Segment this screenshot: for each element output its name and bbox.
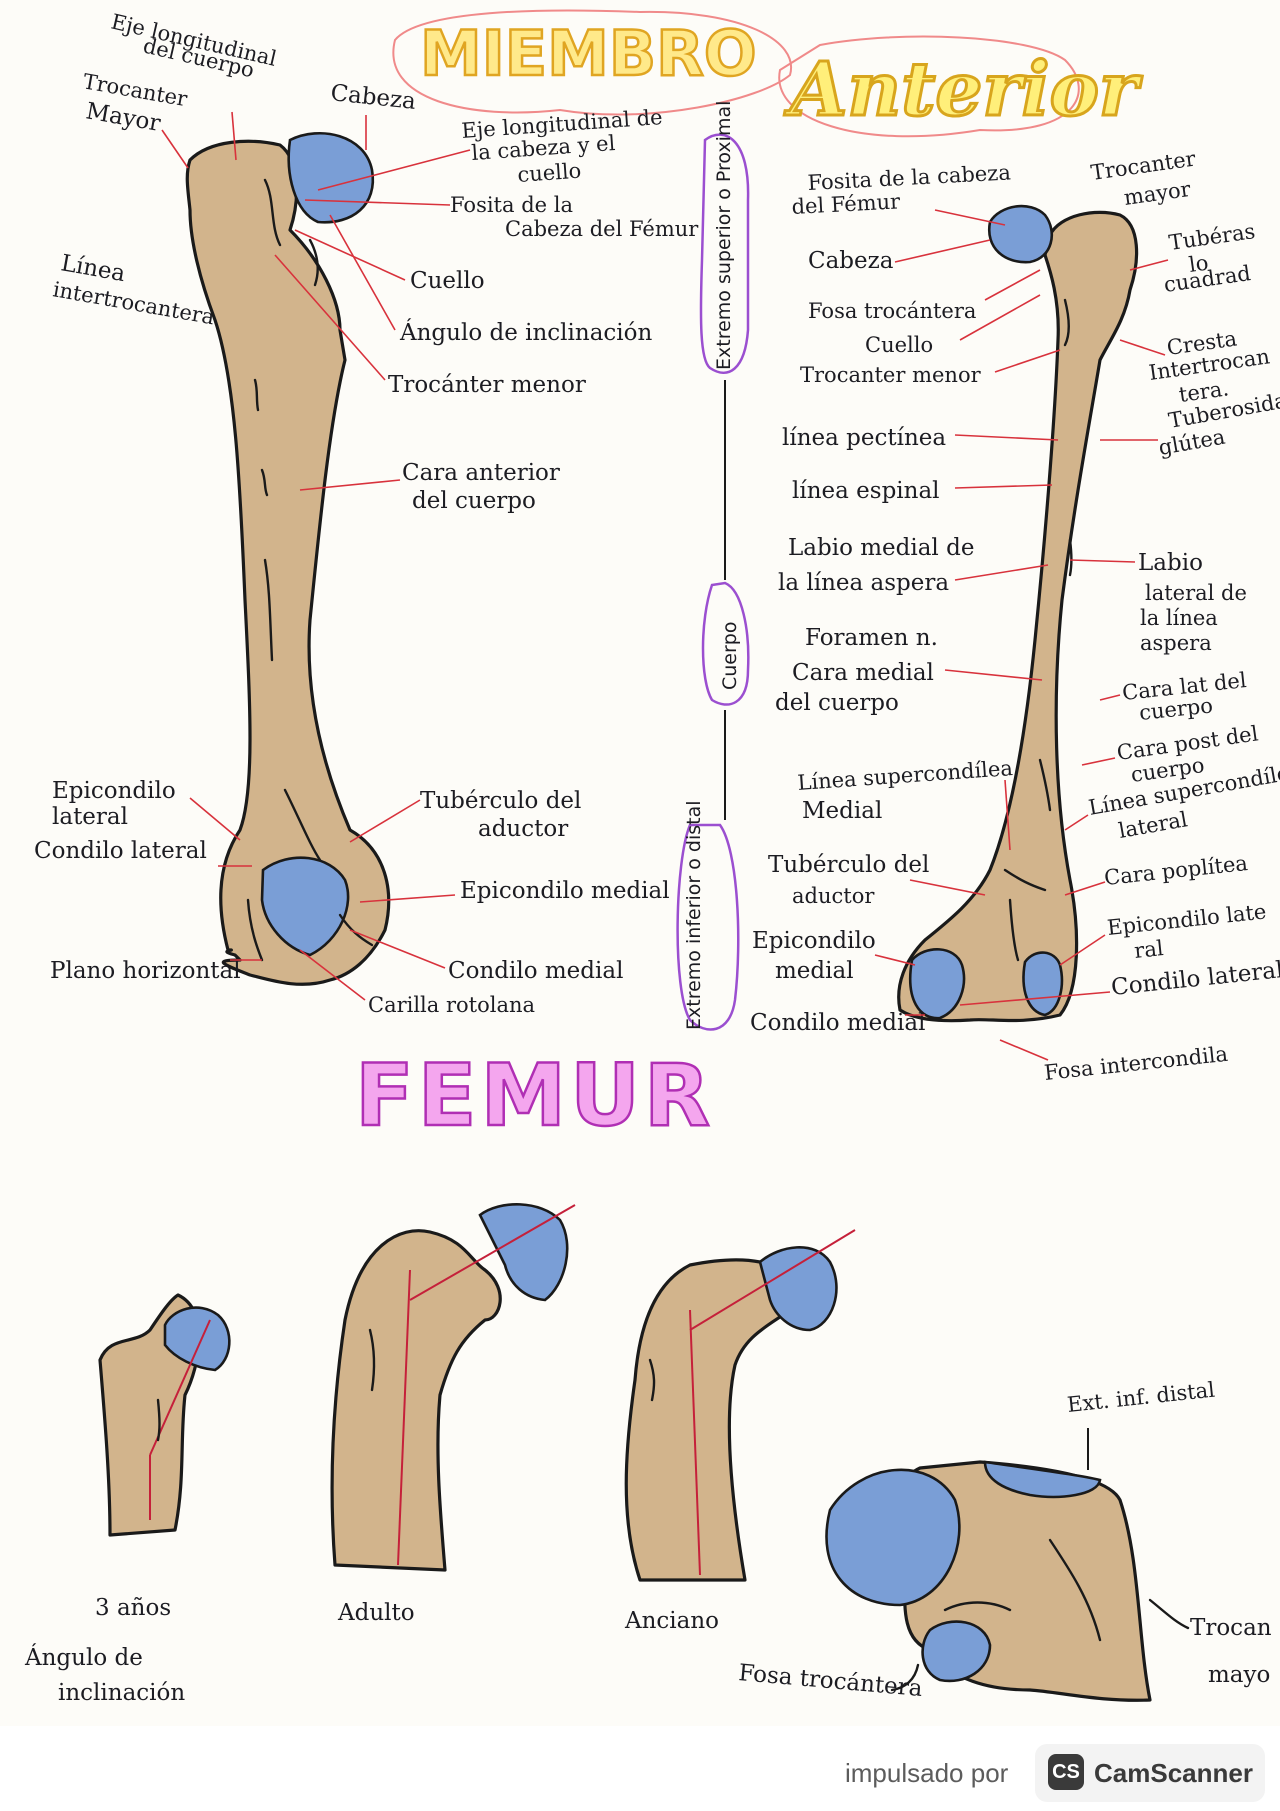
label-post-cuello: Cuello bbox=[865, 333, 933, 357]
label-fosita-2: Cabeza del Fémur bbox=[505, 217, 699, 241]
label-linea-intertrocanterea-2: intertrocantera bbox=[51, 277, 216, 329]
camscanner-brand: CamScanner bbox=[1094, 1758, 1253, 1788]
powered-by-text: impulsado por bbox=[845, 1758, 1009, 1788]
label-eje-cabeza-3: cuello bbox=[517, 159, 582, 187]
inclination-anciano bbox=[624, 1229, 856, 1582]
label-foramen: Foramen n. bbox=[805, 625, 938, 651]
label-post-epicondilo-medial-2: medial bbox=[775, 958, 854, 984]
anterior-femoral-head bbox=[287, 132, 375, 224]
label-epicondilo-lateral-1: Epicondilo bbox=[52, 778, 176, 804]
label-cara-medial-1: Cara medial bbox=[792, 660, 934, 686]
label-condilo-medial: Condilo medial bbox=[448, 958, 623, 984]
posterior-labels: Fosita de la cabeza del Fémur Trocanter … bbox=[750, 146, 1280, 1085]
label-post-tuberculo-aductor-1: Tubérculo del bbox=[768, 852, 929, 878]
label-angulo-2: inclinación bbox=[58, 1680, 185, 1706]
label-post-fosita-2: del Fémur bbox=[791, 189, 902, 219]
label-linea-pectinea: línea pectínea bbox=[782, 425, 946, 451]
label-linea-espinal: línea espinal bbox=[792, 478, 940, 504]
label-epicondilo-lateral-2: lateral bbox=[52, 804, 128, 830]
section-cuerpo-label: Cuerpo bbox=[719, 622, 741, 691]
label-fosa-intercondilea: Fosa intercondila bbox=[1043, 1042, 1229, 1085]
label-linea-supra-medial-2: Medial bbox=[802, 798, 882, 824]
anterior-patellar-surface bbox=[260, 856, 350, 957]
label-labio-medial-1: Labio medial de bbox=[788, 535, 974, 561]
label-fosita-1: Fosita de la bbox=[450, 193, 573, 217]
label-post-trocanter-menor: Trocanter menor bbox=[800, 363, 982, 387]
label-post-epicondilo-medial-1: Epicondilo bbox=[752, 928, 876, 954]
posterior-femoral-head bbox=[987, 204, 1054, 264]
label-tuberculo-cuadrado-3: cuadrad bbox=[1162, 261, 1252, 297]
label-age-adulto: Adulto bbox=[337, 1600, 415, 1626]
label-linea-supra-medial-1: Línea supercondílea bbox=[797, 756, 1014, 795]
label-age-anciano: Anciano bbox=[624, 1608, 719, 1634]
title-word-miembro: MIEMBRO bbox=[420, 17, 757, 90]
page-title: MIEMBRO Anterior bbox=[392, 9, 1144, 138]
label-labio-lateral-4: aspera bbox=[1140, 631, 1212, 655]
label-bottom-trocanter-mayor-1: Trocan bbox=[1190, 1615, 1272, 1641]
label-plano-horizontal: Plano horizontal bbox=[50, 958, 241, 984]
label-ext-inf-distal: Ext. inf. distal bbox=[1066, 1378, 1216, 1417]
label-post-epicondilo-lateral-1: Epicondilo late bbox=[1106, 899, 1267, 940]
label-post-condilo-medial: Condilo medial bbox=[750, 1010, 925, 1036]
label-carilla-rotuliana: Carilla rotolana bbox=[368, 993, 535, 1017]
label-condilo-lateral: Condilo lateral bbox=[34, 838, 207, 864]
section-divider: Extremo superior o Proximal Cuerpo Extre… bbox=[676, 101, 750, 1031]
label-cara-medial-2: del cuerpo bbox=[775, 690, 899, 716]
inclination-3-years bbox=[98, 1293, 231, 1537]
label-labio-lateral-1: Labio bbox=[1138, 550, 1203, 576]
label-labio-lateral-3: la línea bbox=[1140, 606, 1218, 630]
label-post-trocanter-mayor-2: mayor bbox=[1122, 177, 1193, 210]
label-age-3: 3 años bbox=[95, 1595, 171, 1621]
label-post-fosita-1: Fosita de la cabeza bbox=[807, 160, 1011, 195]
label-cuello: Cuello bbox=[410, 268, 485, 294]
label-labio-medial-2: la línea aspera bbox=[778, 570, 949, 596]
label-post-fosa-trocanterea: Fosa trocántera bbox=[808, 299, 976, 323]
femur-title: FEMUR bbox=[355, 1046, 714, 1146]
label-cara-anterior-1: Cara anterior bbox=[402, 460, 560, 486]
label-tuberculo-aductor-2: aductor bbox=[478, 816, 568, 842]
label-labio-lateral-2: lateral de bbox=[1145, 581, 1247, 605]
distal-condyle-cartilage bbox=[825, 1468, 961, 1607]
posterior-medial-condyle bbox=[909, 948, 966, 1020]
label-angulo-inclinacion: Ángulo de inclinación bbox=[399, 319, 652, 346]
label-cara-anterior-2: del cuerpo bbox=[412, 488, 536, 514]
label-post-tuberculo-aductor-2: aductor bbox=[792, 884, 875, 908]
label-cabeza: Cabeza bbox=[329, 80, 417, 115]
label-tuberculo-cuadrado-1: Tubéras bbox=[1167, 219, 1256, 255]
title-word-anterior: Anterior bbox=[784, 47, 1143, 133]
distal-end-view bbox=[825, 1428, 1152, 1702]
femur-posterior-view bbox=[897, 204, 1139, 1023]
label-bottom-trocanter-mayor-2: mayo bbox=[1208, 1662, 1270, 1688]
label-tuberculo-cuadrado-2: lo bbox=[1187, 250, 1210, 276]
label-post-epicondilo-lateral-2: ral bbox=[1133, 936, 1165, 963]
label-tuberosidad-2: glútea bbox=[1157, 425, 1227, 460]
section-proximal-label: Extremo superior o Proximal bbox=[713, 101, 735, 370]
label-cara-poplitea: Cara poplítea bbox=[1103, 851, 1249, 890]
camscanner-logo-icon: CS bbox=[1048, 1754, 1084, 1790]
inclination-adulto bbox=[330, 1203, 576, 1572]
label-trocanter-menor: Trocánter menor bbox=[388, 372, 586, 398]
femur-anterior-view bbox=[185, 111, 391, 986]
label-post-condilo-lateral: Condilo lateral bbox=[1110, 957, 1280, 1001]
label-tuberculo-aductor-1: Tubérculo del bbox=[420, 788, 581, 814]
label-angulo-1: Ángulo de bbox=[24, 1644, 143, 1671]
label-epicondilo-medial: Epicondilo medial bbox=[460, 878, 670, 904]
posterior-lateral-condyle bbox=[1022, 951, 1064, 1017]
label-post-cabeza: Cabeza bbox=[808, 248, 894, 274]
label-bottom-fosa-trocanterea: Fosa trocántera bbox=[737, 1660, 923, 1702]
section-distal-label: Extremo inferior o distal bbox=[683, 801, 705, 1031]
